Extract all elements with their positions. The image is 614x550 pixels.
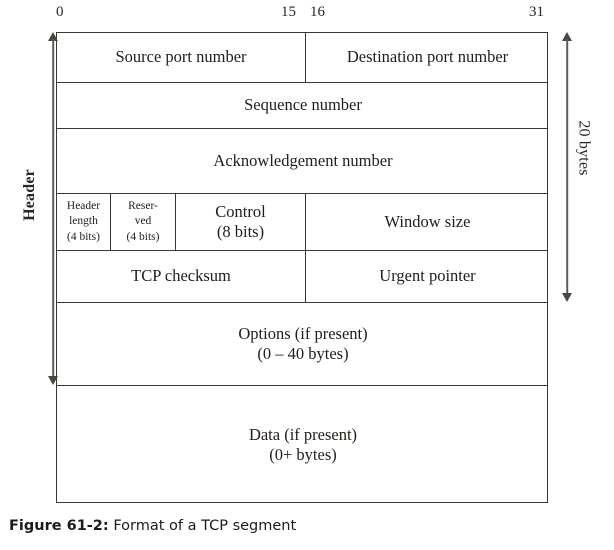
field-sequence-number-label: Sequence number (244, 95, 362, 115)
field-reserved-line1: Reser- (128, 200, 158, 213)
row-acknowledgement-number: Acknowledgement number (57, 129, 547, 194)
header-extent-label: Header (20, 169, 38, 221)
field-control: Control (8 bits) (176, 194, 306, 250)
field-control-line1: Control (215, 201, 266, 221)
field-reserved: Reser- ved (4 bits) (111, 194, 176, 250)
field-tcp-checksum-label: TCP checksum (131, 266, 231, 286)
arrow-down-icon (562, 293, 572, 302)
field-options-line1: Options (if present) (238, 323, 368, 343)
field-control-label: Control (8 bits) (211, 202, 269, 242)
field-reserved-line3: (4 bits) (126, 230, 160, 243)
arrow-shaft (52, 39, 54, 378)
header-size-arrow (558, 32, 576, 302)
field-destination-port: Destination port number (306, 33, 549, 82)
field-header-length-line3: (4 bits) (67, 230, 100, 243)
row-ports: Source port number Destination port numb… (57, 33, 547, 83)
field-options-line2: (0 – 40 bytes) (257, 344, 349, 363)
arrow-up-icon (562, 32, 572, 41)
arrow-up-icon (48, 32, 58, 41)
field-window-size-label: Window size (384, 211, 471, 231)
field-data: Data (if present) (0+ bytes) (57, 386, 549, 504)
field-destination-port-label: Destination port number (346, 47, 509, 67)
arrow-down-icon (48, 376, 58, 385)
field-source-port: Source port number (57, 33, 306, 82)
tcp-segment-diagram: Source port number Destination port numb… (56, 32, 548, 503)
field-header-length: Header length (4 bits) (57, 194, 111, 250)
bit-tick-16: 16 (310, 4, 325, 20)
field-window-size: Window size (306, 194, 549, 250)
field-acknowledgement-number-label: Acknowledgement number (213, 150, 393, 170)
row-data: Data (if present) (0+ bytes) (57, 386, 547, 504)
row-sequence-number: Sequence number (57, 83, 547, 129)
bit-tick-31: 31 (529, 4, 544, 20)
field-reserved-line2: ved (134, 215, 152, 228)
row-options: Options (if present) (0 – 40 bytes) (57, 303, 547, 386)
row-control: Header length (4 bits) Reser- ved (4 bit… (57, 194, 547, 251)
arrow-shaft (566, 39, 568, 295)
field-data-line2: (0+ bytes) (269, 445, 337, 464)
row-checksum: TCP checksum Urgent pointer (57, 251, 547, 303)
field-data-label: Data (if present) (0+ bytes) (245, 425, 361, 465)
figure-caption-text: Format of a TCP segment (113, 518, 297, 534)
figure-caption: Figure 61-2: Format of a TCP segment (9, 518, 296, 534)
field-source-port-label: Source port number (115, 47, 247, 67)
bit-tick-0: 0 (56, 4, 64, 20)
field-urgent-pointer: Urgent pointer (306, 251, 549, 302)
field-header-length-line1: Header (66, 200, 101, 213)
figure-number: Figure 61-2: (9, 518, 109, 534)
bit-tick-15: 15 (281, 4, 296, 20)
field-header-length-line2: length (69, 215, 98, 228)
field-header-length-label: Header length (4 bits) (63, 199, 104, 245)
field-reserved-label: Reser- ved (4 bits) (123, 199, 164, 245)
field-control-line2: (8 bits) (216, 222, 265, 241)
field-acknowledgement-number: Acknowledgement number (57, 129, 549, 193)
field-options-label: Options (if present) (0 – 40 bytes) (234, 324, 371, 364)
header-size-label: 20 bytes (575, 120, 593, 176)
field-options: Options (if present) (0 – 40 bytes) (57, 303, 549, 385)
field-sequence-number: Sequence number (57, 83, 549, 128)
field-tcp-checksum: TCP checksum (57, 251, 306, 302)
field-data-line1: Data (if present) (248, 424, 358, 444)
field-urgent-pointer-label: Urgent pointer (379, 266, 476, 286)
header-extent-arrow (44, 32, 62, 385)
bit-position-ruler: 0 15 16 31 (0, 0, 614, 32)
